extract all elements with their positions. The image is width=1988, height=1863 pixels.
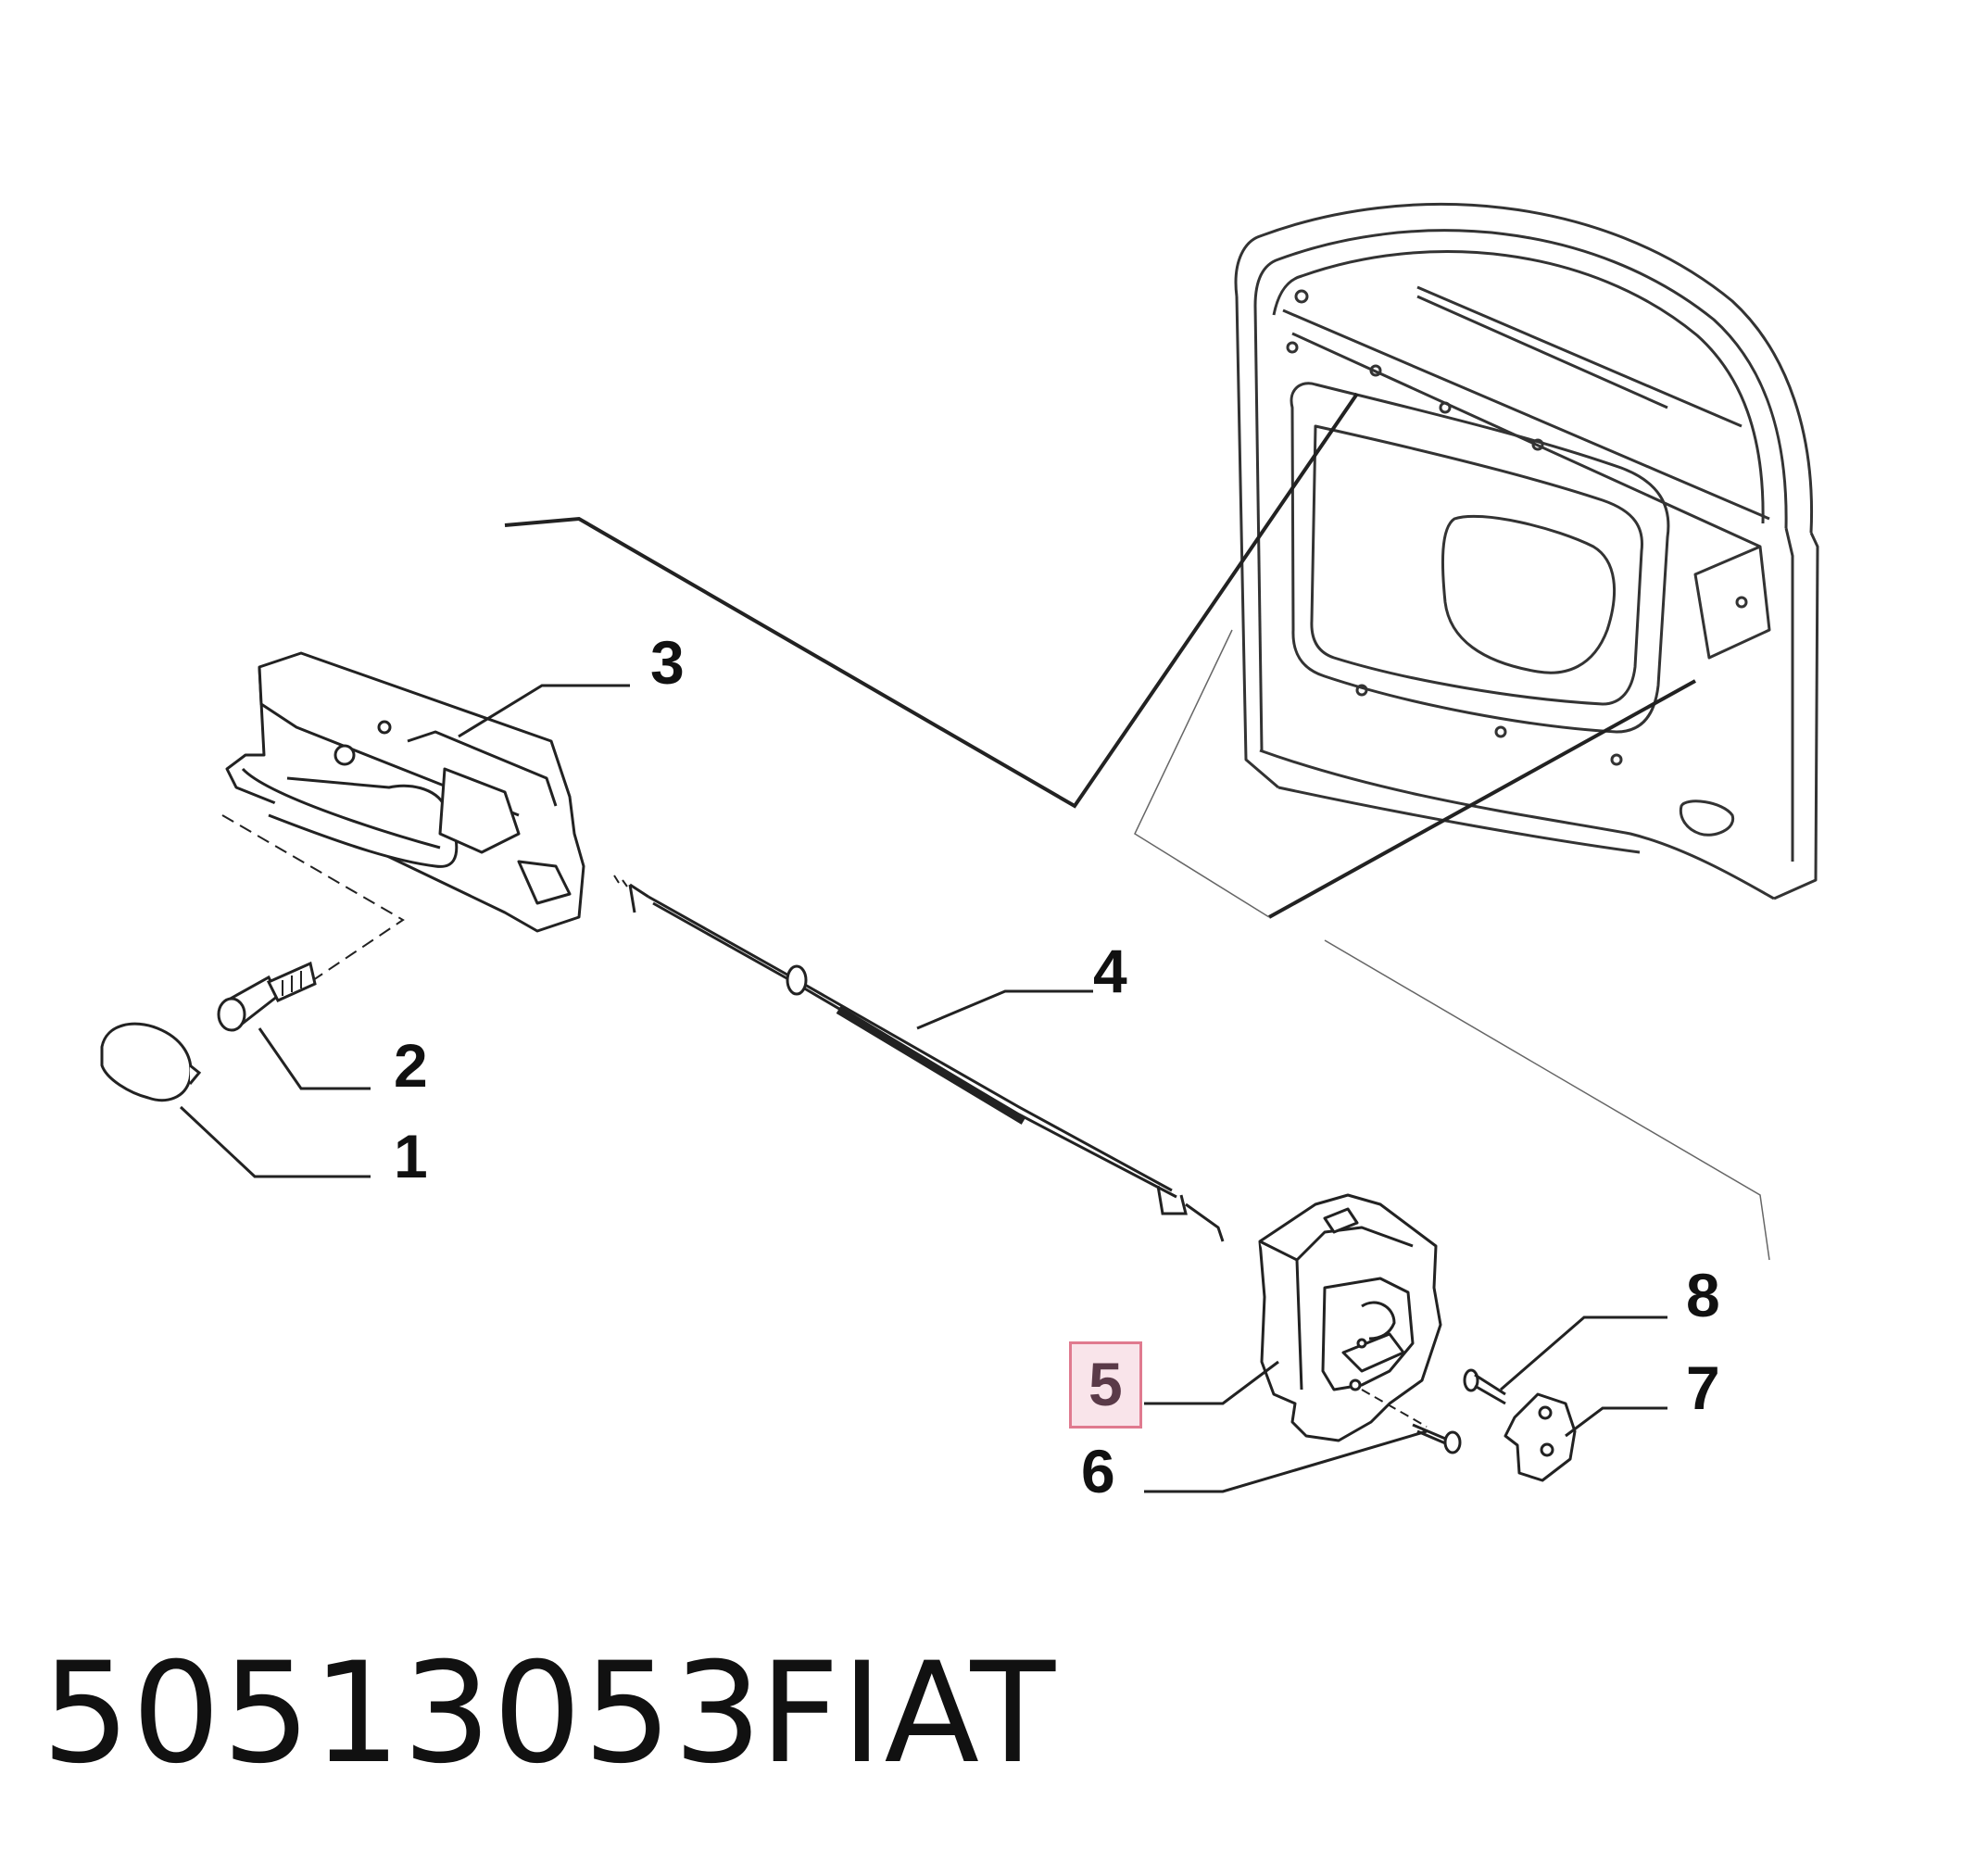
handle-screw xyxy=(217,961,317,1032)
door-projection-lines xyxy=(1134,629,1770,1261)
leader-8 xyxy=(1500,1315,1667,1391)
callout-leader-lines xyxy=(179,684,1667,1493)
handle-dash-line xyxy=(221,814,405,983)
leader-1 xyxy=(179,1105,371,1178)
callout-3[interactable]: 3 xyxy=(650,628,685,697)
part-number: 50513053 xyxy=(42,1633,764,1794)
callout-2[interactable]: 2 xyxy=(394,1031,428,1100)
door-release-cable xyxy=(613,875,1225,1242)
callout-6[interactable]: 6 xyxy=(1081,1437,1115,1505)
striker-screw xyxy=(1463,1368,1506,1405)
callout-1[interactable]: 1 xyxy=(394,1122,428,1190)
screw-cap xyxy=(100,1022,202,1102)
leader-6 xyxy=(1144,1429,1428,1493)
callout-5-highlighted[interactable]: 5 xyxy=(1069,1341,1142,1429)
leader-2 xyxy=(258,1027,371,1090)
door-lock-assembly xyxy=(1258,1193,1442,1442)
door-leader-lines xyxy=(504,392,1696,919)
callout-4[interactable]: 4 xyxy=(1093,937,1127,1005)
leader-3 xyxy=(458,684,630,738)
lock-screw xyxy=(1412,1423,1462,1454)
car-door-illustration xyxy=(1234,202,1819,900)
callout-7[interactable]: 7 xyxy=(1686,1353,1720,1422)
leader-5 xyxy=(1144,1360,1279,1405)
inner-door-handle xyxy=(225,651,585,933)
brand-name: FIAT xyxy=(760,1633,1058,1794)
leader-7 xyxy=(1565,1406,1667,1438)
callout-8[interactable]: 8 xyxy=(1686,1261,1720,1329)
leader-4 xyxy=(916,989,1093,1030)
striker-plate xyxy=(1504,1392,1577,1482)
lock-screw-dash-line xyxy=(1361,1389,1428,1428)
